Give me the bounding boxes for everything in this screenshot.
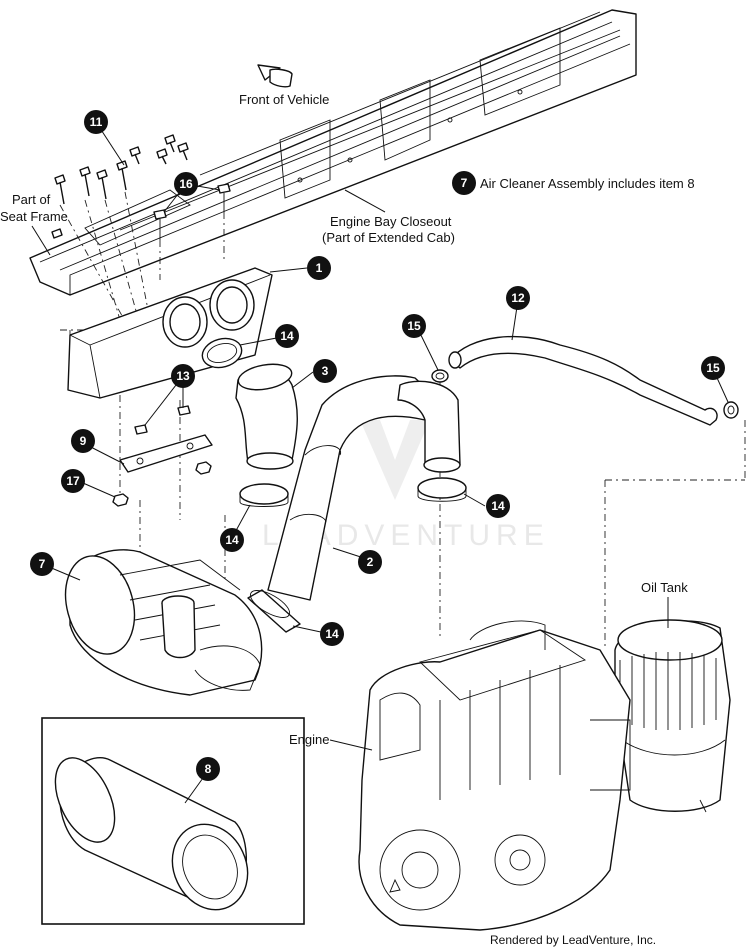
callout-8: 8 [196,757,220,781]
extended-cab-label: (Part of Extended Cab) [322,230,455,245]
svg-text:14: 14 [325,627,339,641]
callout-7: 7 [30,552,54,576]
clamp-item-14-left [239,483,289,507]
part-of-label: Part of [12,192,51,207]
oil-tank-label: Oil Tank [641,580,688,595]
callout-17: 17 [61,469,85,493]
engine-bay-closeout [29,9,637,296]
callout-14-lower: 14 [320,622,344,646]
credit-label: Rendered by LeadVenture, Inc. [490,933,656,947]
svg-text:1: 1 [316,261,323,275]
oil-tank [614,619,731,813]
engine-leader [329,739,373,751]
engine-label: Engine [289,732,329,747]
front-of-vehicle-arrow: Front of Vehicle [239,64,329,107]
svg-text:14: 14 [491,499,505,513]
bracket-item-9 [119,434,213,473]
svg-text:7: 7 [39,557,46,571]
engine [358,620,631,931]
callout-7-note: 7 [452,171,476,195]
callout-14-left: 14 [220,528,244,552]
svg-text:7: 7 [461,176,468,190]
svg-text:12: 12 [511,291,525,305]
svg-text:17: 17 [66,474,80,488]
callout-3: 3 [313,359,337,383]
callout-14-upper: 14 [275,324,299,348]
svg-text:13: 13 [176,369,190,383]
callout-14-right: 14 [486,494,510,518]
clamp-item-14-upper [201,337,243,369]
clamp-item-14-lower [247,589,301,633]
engine-bay-closeout-label: Engine Bay Closeout [330,214,452,229]
svg-text:8: 8 [205,762,212,776]
callout-16: 16 [174,172,198,196]
nuts-item-17 [112,461,212,507]
callout-2: 2 [358,550,382,574]
svg-text:2: 2 [367,555,374,569]
front-of-vehicle-label: Front of Vehicle [239,92,329,107]
breather-hose-item-12 [448,335,718,426]
seat-frame-leader [31,225,51,256]
callout-1: 1 [307,256,331,280]
callout-15-right: 15 [701,356,725,380]
air-cleaner-assembly-item-7 [64,549,263,696]
airbox-housing-item-1 [67,267,273,399]
elbow-hose-item-3 [235,363,298,470]
callout-9: 9 [71,429,95,453]
filter-inset-box [41,717,305,925]
hose-clamps-item-15 [431,369,739,419]
svg-text:14: 14 [225,533,239,547]
seat-frame-label: Seat Frame [0,209,68,224]
right-elbow [397,380,461,473]
svg-text:15: 15 [706,361,720,375]
svg-text:3: 3 [322,364,329,378]
bolts-item-16 [153,183,231,240]
closeout-leader [344,189,386,213]
callout-12: 12 [506,286,530,310]
svg-text:11: 11 [90,115,103,129]
svg-text:9: 9 [80,434,87,448]
svg-text:16: 16 [179,177,193,191]
screws-item-11 [51,134,189,239]
assembly-note-label: Air Cleaner Assembly includes item 8 [480,176,695,191]
callout-11: 11 [84,110,108,134]
svg-text:15: 15 [407,319,421,333]
callout-13: 13 [171,364,195,388]
clamp-item-14-right [417,477,467,502]
callout-15-left: 15 [402,314,426,338]
svg-text:14: 14 [280,329,294,343]
bolts-item-13 [134,405,191,435]
